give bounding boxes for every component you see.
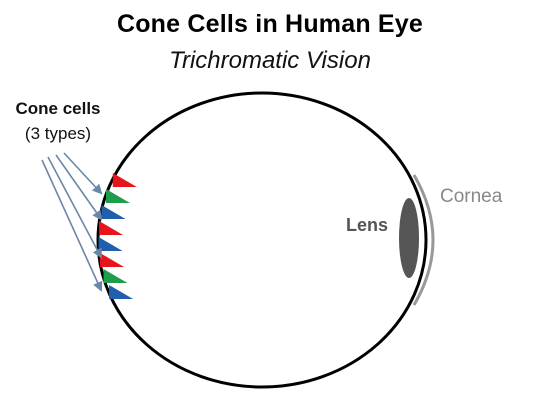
cone-cell-green xyxy=(103,269,128,283)
cornea-label: Cornea xyxy=(440,186,503,207)
pointer-arrow xyxy=(47,156,102,259)
eyeball-outline xyxy=(96,91,428,389)
diagram-title: Cone Cells in Human Eye xyxy=(116,10,424,38)
cone-cells-group xyxy=(98,173,137,299)
cone-cell-red xyxy=(99,221,124,235)
cone-cell-blue xyxy=(101,205,126,219)
lens-shape xyxy=(399,198,419,278)
cone-cell-blue xyxy=(109,285,134,299)
pointer-arrow xyxy=(41,159,103,292)
pointer-arrow xyxy=(63,152,103,195)
cone-cell-red xyxy=(100,253,125,267)
cone-cell-blue xyxy=(98,237,123,251)
diagram-subtitle: Trichromatic Vision xyxy=(169,47,371,74)
cone-pointer-arrows xyxy=(41,152,103,292)
cornea-arc xyxy=(412,174,435,306)
pointer-arrow xyxy=(55,154,103,221)
cone-cells-label: Cone cells xyxy=(15,99,101,118)
lens-label: Lens xyxy=(346,215,389,235)
cone-types-label: (3 types) xyxy=(24,124,92,143)
cone-cell-green xyxy=(106,189,131,203)
cone-cell-red xyxy=(112,173,137,187)
